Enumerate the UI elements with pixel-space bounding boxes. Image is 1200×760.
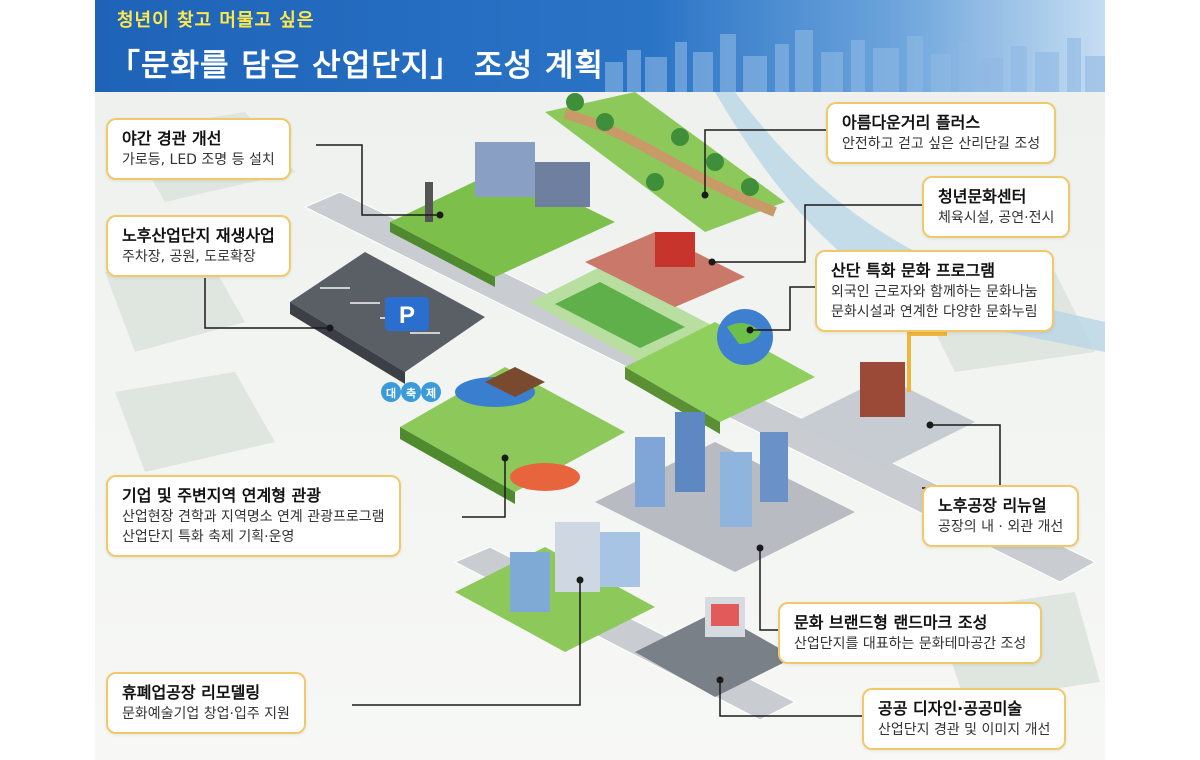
- callout-line: 산업단지 특화 축제 기획·운영: [122, 529, 295, 545]
- header-banner: 청년이 찾고 머물고 싶은 「문화를 담은 산업단지」 조성 계획: [95, 0, 1105, 92]
- callout-line: 체육시설, 공연·전시: [938, 210, 1055, 226]
- festival-badge-char-2: 축: [406, 386, 416, 400]
- callout-beautiful-street: 아름다운거리 플러스 안전하고 걷고 싶은 산리단길 조성: [826, 102, 1057, 164]
- callout-line: 문화예술기업 창업·입주 지원: [122, 706, 290, 722]
- callout-title: 문화 브랜드형 랜드마크 조성: [794, 613, 988, 632]
- callout-title: 노후산업단지 재생사업: [122, 226, 275, 245]
- callout-line: 산업현장 견학과 지역명소 연계 관광프로그램: [122, 509, 385, 525]
- header-subtitle: 청년이 찾고 머물고 싶은: [117, 10, 315, 31]
- callout-factory-remodeling: 휴폐업공장 리모델링 문화예술기업 창업·입주 지원: [106, 672, 306, 734]
- festival-badge-char-1: 대: [386, 386, 396, 400]
- festival-badge: 대 축 제: [381, 382, 441, 402]
- parking-sign-letter: P: [399, 302, 415, 329]
- parking-sign: [385, 297, 429, 331]
- callout-title: 아름다운거리 플러스: [842, 113, 981, 132]
- callout-line: 가로등, LED 조명 등 설치: [122, 152, 275, 168]
- callout-title: 야간 경관 개선: [122, 129, 222, 148]
- festival-badge-char-3: 제: [426, 386, 436, 400]
- header-title: 「문화를 담은 산업단지」 조성 계획: [109, 48, 604, 84]
- callout-public-design-art: 공공 디자인·공공미술 산업단지 경관 및 이미지 개선: [862, 688, 1067, 750]
- youth-culture-center-block: [530, 232, 745, 362]
- office-towers-district: [595, 412, 855, 572]
- city-skyline-graphic: [605, 30, 1105, 92]
- callout-line: 주차장, 공원, 도로확장: [122, 249, 256, 265]
- callout-youth-culture-center: 청년문화센터 체육시설, 공연·전시: [922, 176, 1071, 238]
- landmark-public-art-block: [635, 597, 795, 697]
- callout-line: 산업단지 경관 및 이미지 개선: [878, 722, 1051, 738]
- callout-line: 문화시설과 연계한 다양한 문화누림: [831, 304, 1038, 320]
- callout-title: 산단 특화 문화 프로그램: [831, 261, 995, 280]
- callout-line: 공장의 내 · 외관 개선: [938, 519, 1064, 535]
- callout-old-factory-renewal: 노후공장 리뉴얼 공장의 내 · 외관 개선: [922, 485, 1080, 547]
- callout-line: 외국인 근로자와 함께하는 문화나눔: [831, 284, 1038, 300]
- callout-title: 휴폐업공장 리모델링: [122, 683, 261, 702]
- callout-title: 청년문화센터: [938, 187, 1027, 206]
- callout-title: 기업 및 주변지역 연계형 관광: [122, 486, 321, 505]
- callout-night-landscape: 야간 경관 개선 가로등, LED 조명 등 설치: [106, 118, 291, 180]
- callout-title: 공공 디자인·공공미술: [878, 699, 1023, 718]
- callout-line: 안전하고 걷고 싶은 산리단길 조성: [842, 136, 1041, 152]
- callout-old-complex-regeneration: 노후산업단지 재생사업 주차장, 공원, 도로확장: [106, 215, 291, 277]
- callout-linked-tourism: 기업 및 주변지역 연계형 관광 산업현장 견학과 지역명소 연계 관광프로그램…: [106, 475, 401, 557]
- callout-line: 산업단지를 대표하는 문화테마공간 조성: [794, 636, 1027, 652]
- callout-title: 노후공장 리뉴얼: [938, 496, 1047, 515]
- callout-culture-program: 산단 특화 문화 프로그램 외국인 근로자와 함께하는 문화나눔 문화시설과 연…: [815, 250, 1054, 332]
- callout-brand-landmark: 문화 브랜드형 랜드마크 조성 산업단지를 대표하는 문화테마공간 조성: [778, 602, 1043, 664]
